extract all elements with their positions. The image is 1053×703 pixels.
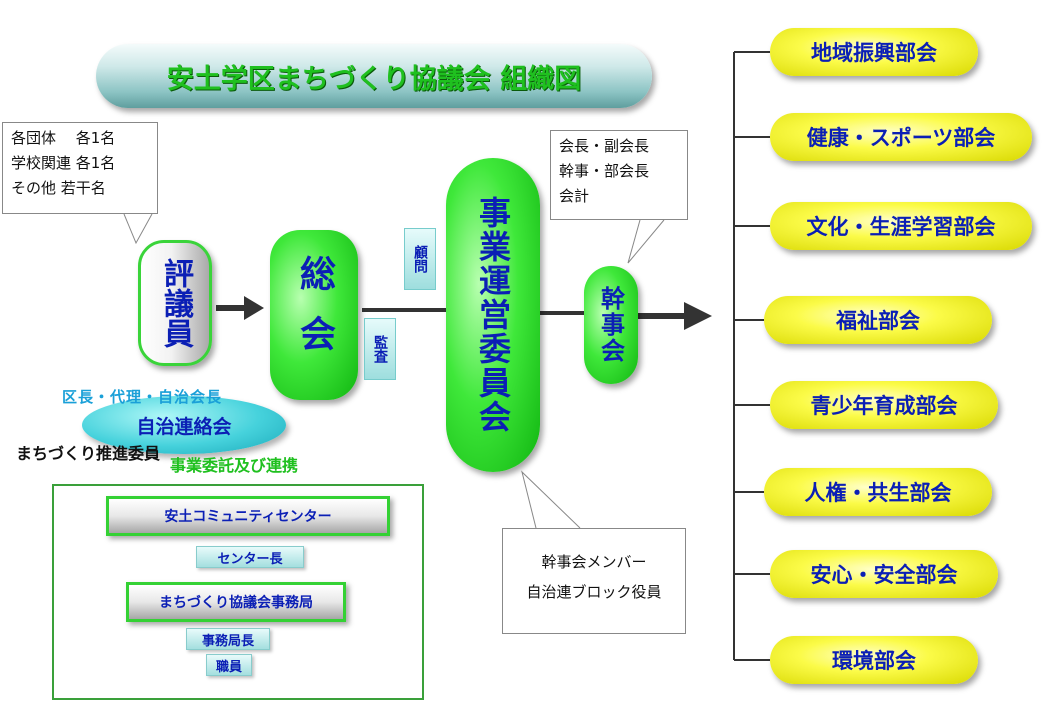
jichi-roles: 区長・代理・自治会長 — [62, 388, 223, 406]
committee-label: 福祉部会 — [836, 309, 920, 333]
sokai-node: 総会 — [270, 230, 358, 400]
members-callout: 各団体 各1名 学校関連 各1名 その他 若干名 — [2, 122, 158, 214]
kanjikai-node: 幹事会 — [584, 266, 638, 384]
arrowhead-hyogiin-sokai — [244, 296, 264, 320]
committee-label: 地域振興部会 — [811, 41, 937, 65]
kanjikai-callout: 幹事会メンバー 自治連ブロック役員 — [502, 528, 686, 634]
committee-pill: 福祉部会 — [764, 296, 992, 344]
officers-callout-pointer — [627, 219, 665, 264]
office-name: まちづくり協議会事務局 — [159, 595, 313, 611]
page-title: 安土学区まちづくり協議会 組織図 — [96, 44, 652, 108]
committee-pill: 地域振興部会 — [770, 28, 978, 76]
hyogiin-label: 評議員 — [158, 258, 193, 348]
kanjikai-label: 幹事会 — [596, 286, 625, 364]
committee-label: 環境部会 — [832, 649, 916, 673]
center-head-tag: センター長 — [196, 546, 304, 568]
kansa-tag: 監査 — [364, 318, 396, 380]
arrowhead-kanjikai-committees — [684, 302, 712, 330]
komon-tag: 顧問 — [404, 228, 436, 290]
relation-label: 事業委託及び連携 — [170, 456, 299, 475]
committee-label: 人権・共生部会 — [804, 481, 952, 505]
jigyo-label: 事業運営委員会 — [474, 196, 512, 434]
committee-label: 安心・安全部会 — [810, 563, 958, 587]
sokai-label: 総会 — [294, 255, 335, 375]
committee-label: 文化・生涯学習部会 — [806, 215, 996, 239]
committee-label: 健康・スポーツ部会 — [806, 126, 996, 150]
committee-label: 青少年育成部会 — [810, 394, 958, 418]
jichi-name: 自治連絡会 — [136, 415, 232, 438]
members-callout-pointer — [123, 213, 153, 245]
committee-pill: 文化・生涯学習部会 — [770, 202, 1032, 250]
office-head-tag: 事務局長 — [186, 628, 270, 650]
jichi-ellipse: 自治連絡会 — [82, 396, 286, 454]
committee-pill: 人権・共生部会 — [764, 468, 992, 516]
office-bar: まちづくり協議会事務局 — [126, 582, 346, 622]
community-center-box — [52, 484, 424, 700]
kanjikai-callout-pointer — [521, 470, 581, 529]
committee-pill: 青少年育成部会 — [770, 381, 998, 429]
promoter-label: まちづくり推進委員 — [16, 444, 161, 463]
jigyo-node: 事業運営委員会 — [446, 158, 540, 472]
committee-pill: 安心・安全部会 — [770, 550, 998, 598]
officers-callout: 会長・副会長 幹事・部会長 会計 — [550, 130, 688, 220]
community-center-name: 安土コミュニティセンター — [164, 509, 332, 525]
hyogiin-node: 評議員 — [138, 240, 212, 366]
staff-tag: 職員 — [206, 654, 252, 676]
committee-pill: 環境部会 — [770, 636, 978, 684]
community-center-bar: 安土コミュニティセンター — [106, 496, 390, 536]
committee-pill: 健康・スポーツ部会 — [770, 113, 1032, 161]
